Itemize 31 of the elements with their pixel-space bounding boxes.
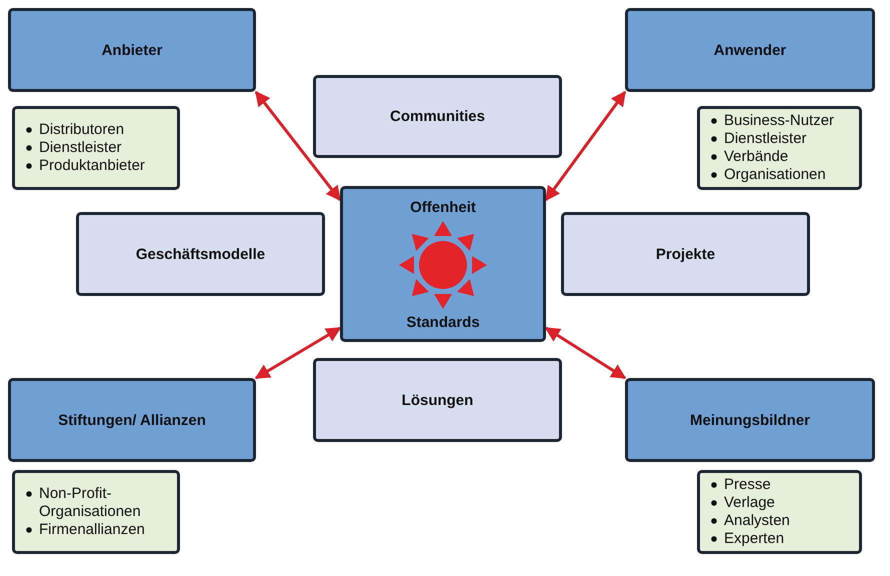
- box-title: Communities: [390, 108, 485, 125]
- bullet-item: Analysten: [710, 512, 790, 530]
- box-title: Meinungsbildner: [690, 412, 810, 428]
- box-title: Projekte: [656, 246, 716, 262]
- center-box: [340, 186, 546, 342]
- bullet-item: Organisationen: [710, 166, 826, 184]
- box-title: Lösungen: [402, 392, 474, 408]
- double-arrow: [544, 326, 626, 380]
- box-title: Anwender: [714, 42, 786, 58]
- category-box: [625, 8, 875, 92]
- list-box: [12, 470, 180, 554]
- box-title: Geschäftsmodelle: [136, 246, 266, 262]
- topic-box: [561, 212, 810, 296]
- list-box: [697, 106, 862, 190]
- topic-box: [313, 358, 562, 442]
- box-title: Stiftungen/ Allianzen: [58, 412, 206, 428]
- bullet-item: Experten: [710, 530, 784, 548]
- center-label: Standards: [406, 314, 480, 331]
- box-title: Anbieter: [102, 42, 162, 58]
- topic-box: [76, 212, 325, 296]
- category-box: [8, 378, 256, 462]
- category-box: [625, 378, 875, 462]
- list-box: [12, 106, 180, 190]
- category-box: [8, 8, 256, 92]
- double-arrow: [544, 90, 626, 202]
- center-label: Offenheit: [410, 199, 476, 216]
- double-arrow: [254, 90, 342, 202]
- double-arrow: [254, 326, 342, 380]
- list-box: [697, 470, 862, 554]
- topic-box: [313, 75, 562, 158]
- bullet-item: Verlage: [710, 494, 775, 512]
